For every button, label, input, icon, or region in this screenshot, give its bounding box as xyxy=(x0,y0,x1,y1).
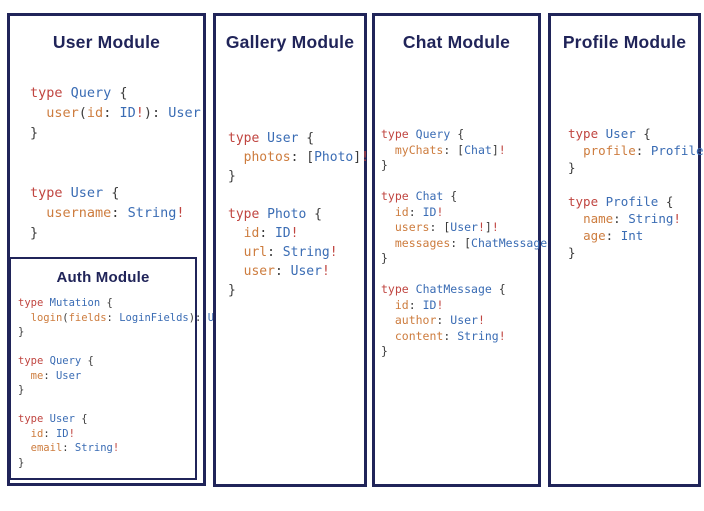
code-line xyxy=(18,398,195,413)
code-line xyxy=(18,340,195,355)
user-module-title: User Module xyxy=(52,32,161,52)
code-line: me: User xyxy=(30,369,82,382)
gallery-module-title: Gallery Module xyxy=(225,32,355,52)
auth-module-code: type Mutation { login(fields: LoginField… xyxy=(18,296,233,470)
code-line: email: String! xyxy=(30,442,120,454)
code-line: type Query { xyxy=(30,85,128,101)
code-line: type User { xyxy=(228,131,315,146)
code-line: username: String! xyxy=(46,205,185,221)
panel-gallery-module: Gallery Module type User { photos: [Phot… xyxy=(213,13,369,487)
code-line xyxy=(30,163,203,183)
code-line: author: User! xyxy=(394,313,485,327)
code-line: age: Int xyxy=(583,228,644,243)
code-line xyxy=(381,174,538,190)
code-line: type Query { xyxy=(381,127,465,141)
code-line: type User { xyxy=(30,185,120,201)
code-line: } xyxy=(228,169,236,184)
code-line: myChats: [Chat]! xyxy=(394,142,506,157)
code-line: type Photo { xyxy=(228,207,322,222)
code-line: user(id: ID!): User xyxy=(46,105,201,121)
code-line: profile: Profile! xyxy=(583,143,704,158)
code-line xyxy=(30,143,203,163)
code-line: } xyxy=(381,251,388,265)
panel-chat-module: Chat Module type Query { myChats: [Chat]… xyxy=(372,13,561,487)
code-line: messages: [ChatMessage]! xyxy=(394,235,561,250)
code-line: name: String! xyxy=(583,211,681,226)
code-line: id: ID! xyxy=(394,297,444,312)
code-line: id: ID! xyxy=(243,226,299,241)
code-line: user: User! xyxy=(243,264,330,279)
chat-module-code: type Query { myChats: [Chat]!} type Chat… xyxy=(381,127,561,360)
code-line xyxy=(381,267,538,283)
code-line: id: ID! xyxy=(394,204,444,219)
profile-module-code: type User { profile: Profile!} type Prof… xyxy=(568,125,704,261)
panel-user-module: User Module type Query { user(id: ID!): … xyxy=(7,13,233,486)
profile-module-title: Profile Module xyxy=(562,32,687,52)
code-line: } xyxy=(568,160,576,175)
code-line xyxy=(228,186,364,205)
code-line: content: String! xyxy=(394,328,506,343)
code-line: id: ID! xyxy=(30,427,75,440)
code-line: } xyxy=(18,456,25,469)
code-line: } xyxy=(30,125,39,141)
code-line: } xyxy=(18,384,25,396)
code-line: } xyxy=(228,283,236,298)
code-line xyxy=(568,176,698,193)
code-line: type User { xyxy=(568,126,651,141)
user-module-code: type Query { user(id: ID!): User} type U… xyxy=(30,83,203,243)
code-line: } xyxy=(381,158,388,172)
code-line: type ChatMessage { xyxy=(381,282,506,296)
panel-auth-module: Auth Module type Mutation { login(fields… xyxy=(9,257,233,480)
code-line: } xyxy=(381,344,388,358)
code-line: } xyxy=(30,225,39,241)
code-line: type Profile { xyxy=(568,194,674,209)
auth-module-title: Auth Module xyxy=(56,269,150,286)
code-line: users: [User!]! xyxy=(394,220,499,234)
code-line: login(fields: LoginFields): User xyxy=(30,311,233,324)
chat-module-title: Chat Module xyxy=(402,32,511,52)
code-line: type Query { xyxy=(18,355,94,367)
code-line: } xyxy=(568,245,576,260)
code-line: type Mutation { xyxy=(18,297,113,309)
code-line: url: String! xyxy=(243,245,338,260)
gallery-module-code: type User { photos: [Photo]!} type Photo… xyxy=(228,129,369,300)
code-line: type User { xyxy=(18,413,88,425)
code-line: } xyxy=(18,326,25,338)
code-line: type Chat { xyxy=(381,189,458,203)
panel-profile-module: Profile Module type User { profile: Prof… xyxy=(548,13,704,487)
code-line: photos: [Photo]! xyxy=(243,150,369,165)
